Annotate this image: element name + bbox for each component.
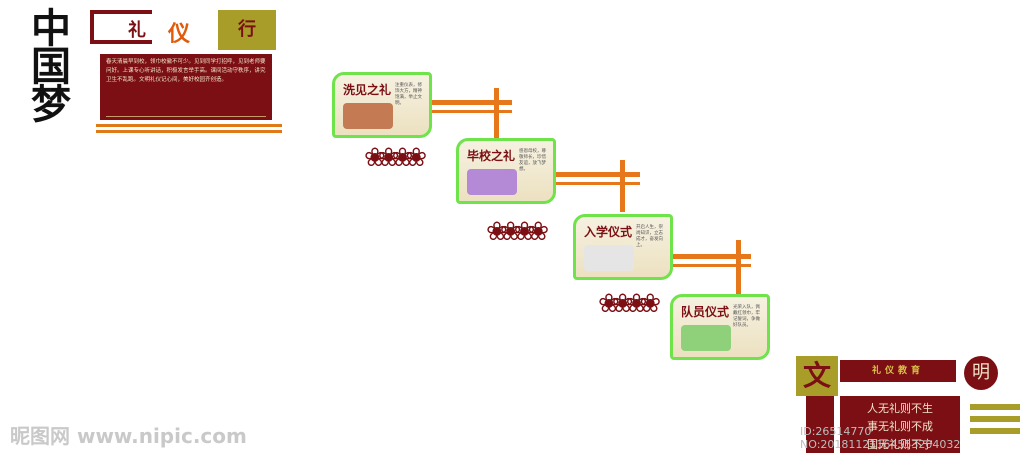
card-title: 入学仪式 (584, 225, 633, 239)
image-id-mark: ID:26514770 NO:20181121164553204032 (800, 425, 961, 451)
orange-stripes (96, 124, 282, 138)
ming-character: 明 (964, 356, 998, 390)
card-title: 毕校之礼 (467, 149, 516, 163)
card-illustration (584, 245, 634, 271)
card-2: 毕校之礼 感恩母校，尊敬师长，珍惜友谊，放飞梦想。 (456, 138, 556, 204)
pipe (673, 264, 751, 267)
pipe (620, 160, 625, 212)
watermark: 昵图网 www.nipic.com (10, 424, 247, 448)
chip-xing: 行 (218, 10, 276, 50)
card-title: 洗见之礼 (343, 83, 392, 97)
card-illustration (343, 103, 393, 129)
card-illustration (467, 169, 517, 195)
cloud-ornament-icon: ❀❀❀❀ (598, 289, 661, 319)
wen-character: 文 (796, 356, 838, 396)
motto-line-1: 人无礼则不生 (867, 402, 933, 415)
title-char-1: 中 (31, 5, 71, 52)
cloud-ornament-icon: ❀❀❀❀ (486, 217, 549, 247)
card-text: 感恩母校，尊敬师长，珍惜友谊，放飞梦想。 (519, 149, 546, 172)
pipe (736, 240, 741, 294)
card-text: 注重仪表，修饰大方，精神饱满，举止文明。 (395, 83, 422, 106)
chip-yi: 仪 (168, 21, 191, 47)
card-illustration (681, 325, 731, 351)
motto-lines: 人无礼则不生 事无礼则不成 国无礼则不宁 (840, 396, 960, 453)
pipe (432, 110, 512, 113)
pipe (494, 88, 499, 138)
maroon-column (806, 396, 834, 453)
card-text: 开启人生，崇尚知识，立志成才，奋发向上。 (636, 225, 663, 248)
olive-bars (960, 396, 1020, 446)
card-text: 光荣入队，佩戴红领巾，牢记誓词，争做好队员。 (733, 305, 760, 328)
title-char-3: 梦 (31, 81, 71, 128)
intro-text: 春天清晨早到校，领巾校徽不可少。见到同学打招呼，见到老师要问好。上课专心听讲话，… (106, 58, 266, 117)
china-dream-title: 中 国 梦 (26, 5, 76, 128)
pipe (556, 172, 640, 177)
civility-block: 文 礼仪教育 明 人无礼则不生 事无礼则不成 国无礼则不宁 (796, 356, 1024, 453)
motto-line-2: 事无礼则不成 (867, 420, 933, 433)
card-3: 入学仪式 开启人生，崇尚知识，立志成才，奋发向上。 (573, 214, 673, 280)
motto-line-3: 国无礼则不宁 (867, 438, 933, 451)
pipe (432, 100, 512, 105)
chip-li: 礼 (90, 10, 152, 44)
pipe (673, 254, 751, 259)
card-title: 队员仪式 (681, 305, 730, 319)
header-chips: 礼 仪 行 (90, 10, 280, 50)
pipe (556, 182, 640, 185)
intro-panel: 春天清晨早到校，领巾校徽不可少。见到同学打招呼，见到老师要问好。上课专心听讲话，… (100, 54, 272, 120)
card-4: 队员仪式 光荣入队，佩戴红领巾，牢记誓词，争做好队员。 (670, 294, 770, 360)
card-1: 洗见之礼 注重仪表，修饰大方，精神饱满，举止文明。 (332, 72, 432, 138)
etiquette-band: 礼仪教育 (840, 360, 956, 382)
title-char-2: 国 (31, 43, 71, 90)
cloud-ornament-icon: ❀❀❀❀ (364, 143, 427, 173)
